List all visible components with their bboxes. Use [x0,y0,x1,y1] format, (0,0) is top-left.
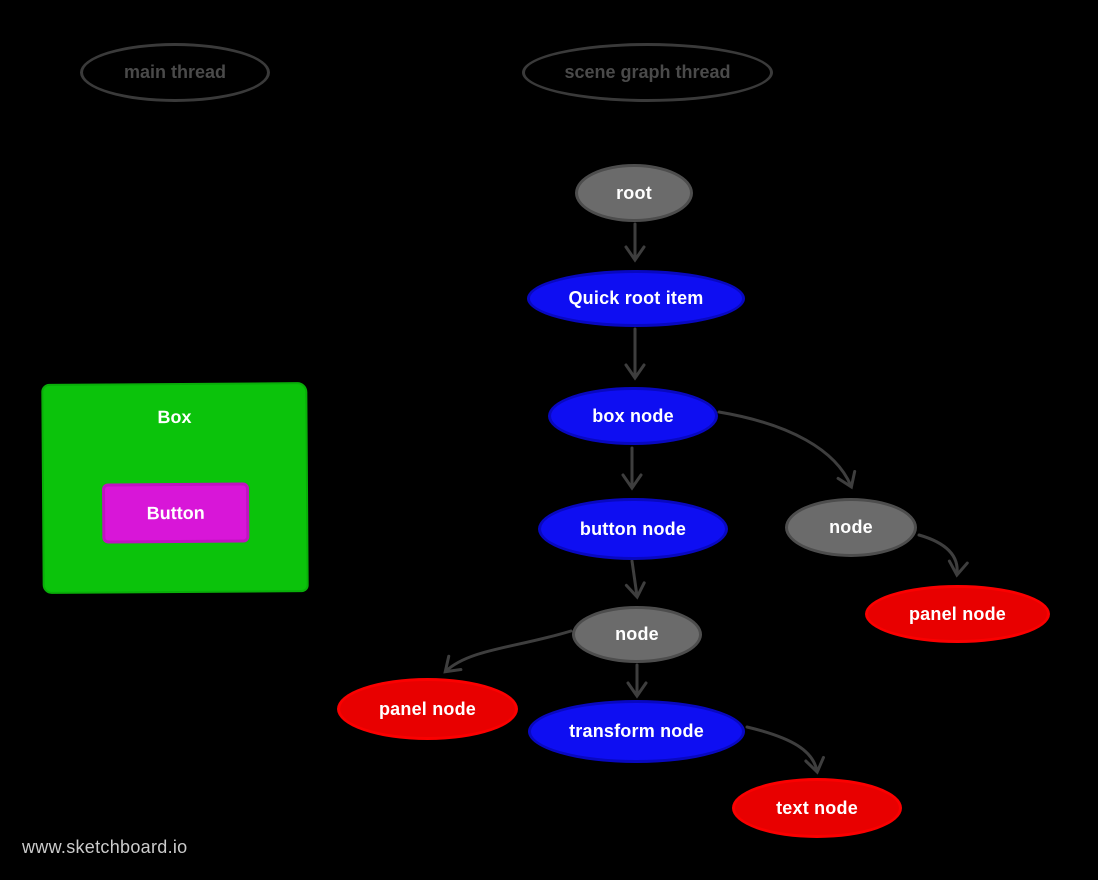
node-root[interactable]: root [575,164,693,222]
edge-buttonnode-nodecenter [624,559,646,600]
box-label: Box [157,406,192,428]
scene-graph-thread-label: scene graph thread [564,62,731,82]
node-panel-node-left[interactable]: panel node [337,678,518,740]
node-quick-root-item[interactable]: Quick root item [527,270,745,327]
main-thread-ellipse[interactable]: main thread [80,43,270,102]
sketchboard-watermark: www.sketchboard.io [22,837,188,857]
node-panel-node-right[interactable]: panel node [865,585,1050,643]
scene-graph-thread-ellipse[interactable]: scene graph thread [522,43,773,102]
button-label: Button [146,502,205,523]
edge-transformnode-textnode [745,725,825,775]
edge-boxnode-noderight [717,410,857,490]
edge-nodecenter-panelnodeleft [443,629,573,674]
button-shape[interactable]: Button [101,482,250,544]
edge-noderight-panelnoderight [917,533,969,578]
main-thread-label: main thread [123,62,227,82]
node-node-center[interactable]: node [572,606,702,663]
node-node-right[interactable]: node [785,498,917,557]
node-transform-node[interactable]: transform node [528,700,745,763]
node-button-node[interactable]: button node [538,498,728,560]
node-box-node[interactable]: box node [548,387,718,445]
node-text-node[interactable]: text node [732,778,902,838]
box-shape[interactable]: Box Button [41,382,309,594]
